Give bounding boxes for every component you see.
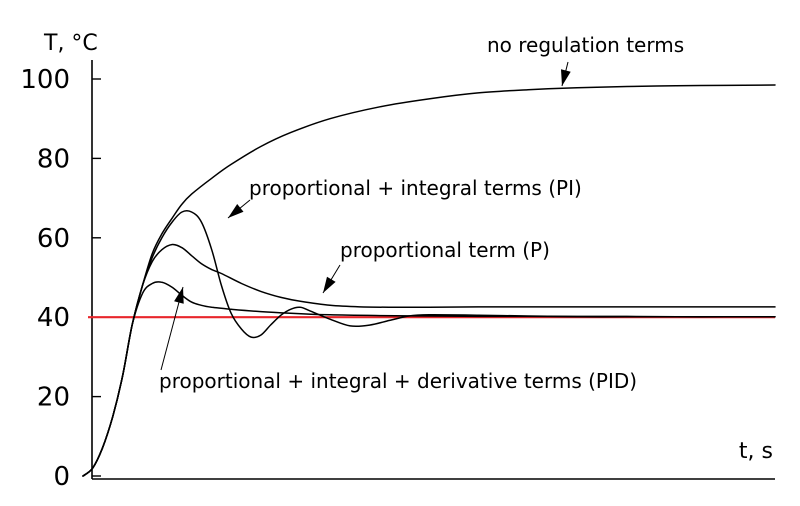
y-axis-title: T, °C bbox=[43, 31, 98, 56]
y-tick-label: 100 bbox=[20, 65, 70, 95]
no-regulation-arrowhead bbox=[561, 69, 571, 86]
y-tick-label: 20 bbox=[37, 383, 70, 413]
label-pid: proportional + integral + derivative ter… bbox=[159, 369, 637, 393]
series-pid-line bbox=[82, 281, 776, 477]
y-ticks: 0 20 40 60 80 100 bbox=[20, 65, 101, 492]
label-pi: proportional + integral terms (PI) bbox=[249, 176, 582, 200]
x-axis-title: t, s bbox=[739, 439, 773, 464]
series-p-line bbox=[82, 243, 776, 477]
y-tick-label: 40 bbox=[37, 303, 70, 333]
label-p: proportional term (P) bbox=[340, 238, 550, 262]
series-no-regulation-line bbox=[82, 84, 776, 477]
pid-arrowhead bbox=[174, 287, 184, 304]
y-tick-label: 80 bbox=[37, 144, 70, 174]
y-tick-label: 0 bbox=[53, 462, 70, 492]
p-arrowhead bbox=[323, 276, 336, 293]
pi-arrowhead bbox=[228, 204, 244, 218]
series-group bbox=[82, 84, 776, 477]
y-tick-label: 60 bbox=[37, 224, 70, 254]
label-no-regulation: no regulation terms bbox=[487, 33, 684, 57]
annotations: no regulation terms proportional + integ… bbox=[159, 33, 684, 393]
